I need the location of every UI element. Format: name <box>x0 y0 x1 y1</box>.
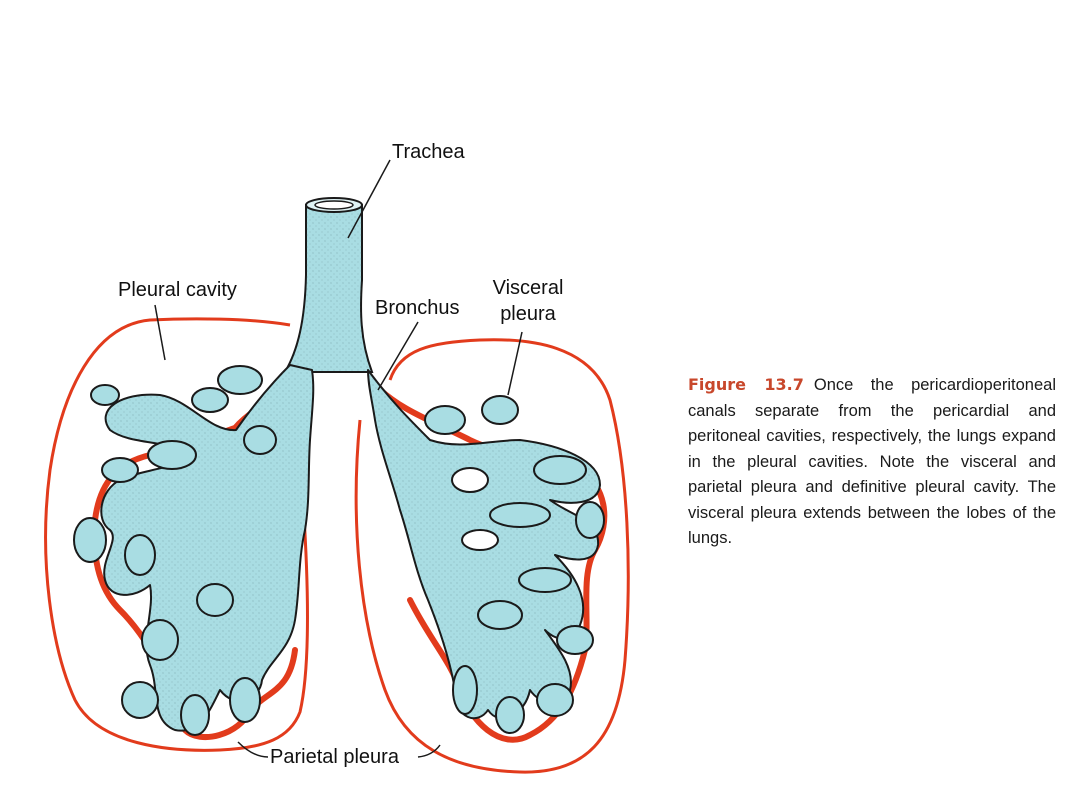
visceral-pleura-label: Visceral pleura <box>478 277 578 325</box>
parietal-left-leader <box>237 741 269 758</box>
bronchus-label: Bronchus <box>375 297 460 319</box>
parietal-pleura-label: Parietal pleura <box>270 746 399 768</box>
pleural-cavity-leader <box>154 304 166 361</box>
trachea-leader <box>347 159 391 239</box>
right-lung <box>367 369 605 734</box>
visceral-pleura-leader <box>507 331 523 396</box>
pleural-cavity-label: Pleural cavity <box>118 279 237 301</box>
visceral-pleura-label-line2: pleura <box>500 303 556 325</box>
bronchus-leader <box>377 321 419 391</box>
leader-lines <box>154 159 523 758</box>
right-parietal-pleura <box>354 338 630 774</box>
trachea-label: Trachea <box>392 141 465 163</box>
left-lung <box>73 364 315 736</box>
visceral-pleura-label-line1: Visceral <box>492 277 564 299</box>
left-parietal-pleura <box>44 317 310 752</box>
trachea <box>283 197 374 373</box>
parietal-right-leader <box>417 744 441 758</box>
figure-number: Figure 13.7 <box>688 375 804 394</box>
caption-text: Once the pericardioperitoneal canals sep… <box>688 376 1056 547</box>
